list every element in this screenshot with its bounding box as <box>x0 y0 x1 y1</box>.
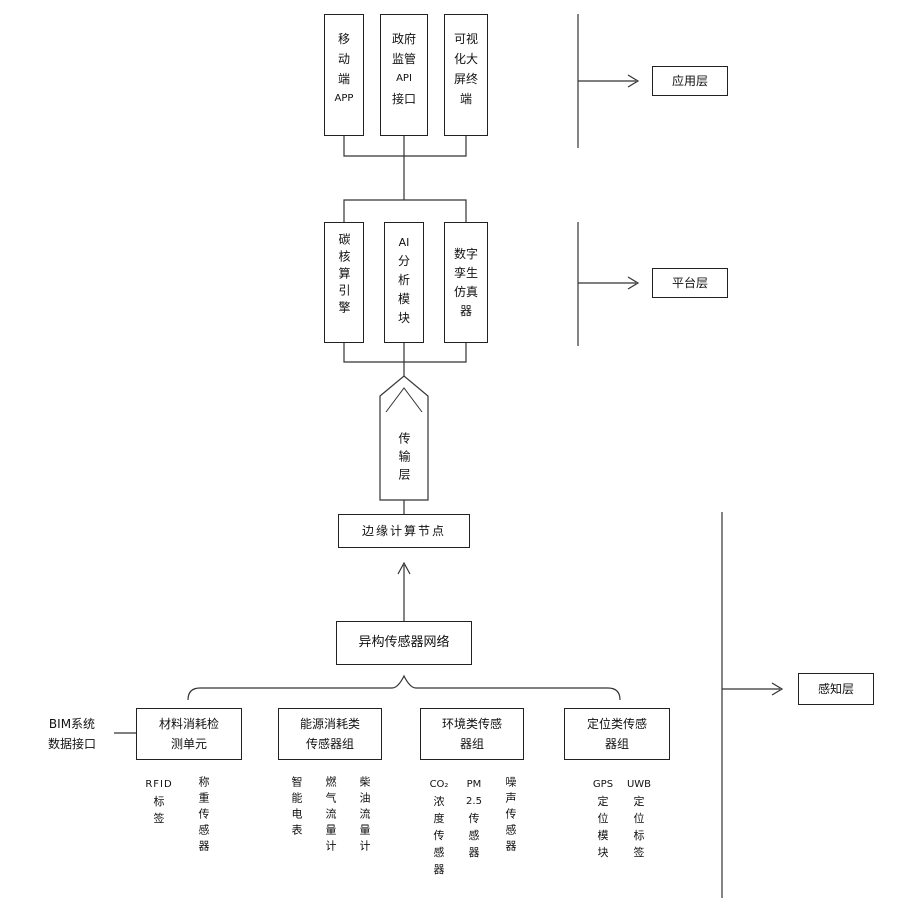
app-module-gov-api-label: 政府 监管 API 接口 <box>392 29 416 109</box>
sensor-item-smart-meter: 智能电表 <box>288 776 304 840</box>
sensor-item-gas-flowmeter: 燃气流量计 <box>322 776 338 856</box>
sensor-group-energy-line2: 传感器组 <box>306 736 354 752</box>
app-module-dashboard-label: 可视 化大 屏终 端 <box>454 29 478 109</box>
platform-bottom-bus-line <box>344 343 466 362</box>
sensor-item-diesel-flowmeter: 柴油流量计 <box>356 776 372 856</box>
platform-module-ai: AI 分 析 模 块 <box>384 222 424 343</box>
sensor-group-energy: 能源消耗类 传感器组 <box>278 708 382 760</box>
sensor-item-co2-sensor: CO₂ 浓 度 传 感 器 <box>424 776 454 878</box>
sensor-network-box: 异构传感器网络 <box>336 621 472 665</box>
sensor-group-positioning-line1: 定位类传感 <box>587 716 647 732</box>
transport-layer-label: 传输层 <box>396 432 412 486</box>
app-bus-line <box>344 136 466 156</box>
sensor-group-energy-line1: 能源消耗类 <box>300 716 360 732</box>
app-layer-label: 应用层 <box>672 73 708 89</box>
sensor-network-brace <box>188 676 620 700</box>
edge-computing-node: 边缘计算节点 <box>338 514 470 548</box>
app-layer-label-box: 应用层 <box>652 66 728 96</box>
edge-computing-node-label: 边缘计算节点 <box>362 523 446 539</box>
platform-module-digital-twin-label: 数字 孪生 仿真 器 <box>454 245 478 321</box>
platform-module-carbon-engine-label: 碳核算引擎 <box>336 233 352 318</box>
sensor-group-environment-line1: 环境类传感 <box>442 716 502 732</box>
sensor-item-gps-module: GPS 定 位 模 块 <box>588 776 618 861</box>
app-module-gov-api: 政府 监管 API 接口 <box>380 14 428 136</box>
sensor-item-pm25-sensor: PM 2.5 传 感 器 <box>460 776 488 861</box>
sensor-group-material-line1: 材料消耗检 <box>159 716 219 732</box>
app-module-mobile-label: 移 动 端 APP <box>335 29 354 109</box>
sensor-item-rfid-tag: RFID 标 签 <box>142 776 176 827</box>
sensor-item-noise-sensor: 噪声传感器 <box>502 776 518 856</box>
app-module-dashboard: 可视 化大 屏终 端 <box>444 14 488 136</box>
perception-layer-label-box: 感知层 <box>798 673 874 705</box>
platform-module-ai-label: AI 分 析 模 块 <box>398 233 410 328</box>
platform-module-digital-twin: 数字 孪生 仿真 器 <box>444 222 488 343</box>
sensor-group-positioning-line2: 器组 <box>605 736 629 752</box>
bim-interface-label: BIM系统 数据接口 <box>26 716 118 752</box>
sensor-group-material: 材料消耗检 测单元 <box>136 708 242 760</box>
sensor-group-environment-line2: 器组 <box>460 736 484 752</box>
sensor-group-positioning: 定位类传感 器组 <box>564 708 670 760</box>
sensor-group-material-line2: 测单元 <box>171 736 207 752</box>
sensor-network-label: 异构传感器网络 <box>358 635 449 651</box>
platform-module-carbon-engine: 碳核算引擎 <box>324 222 364 343</box>
sensor-group-environment: 环境类传感 器组 <box>420 708 524 760</box>
sensor-item-weighing-sensor: 称重传感器 <box>195 776 211 856</box>
platform-top-bus-line <box>344 200 466 222</box>
platform-layer-label-box: 平台层 <box>652 268 728 298</box>
app-module-mobile: 移 动 端 APP <box>324 14 364 136</box>
platform-layer-label: 平台层 <box>672 275 708 291</box>
sensor-item-uwb-tag: UWB 定 位 标 签 <box>624 776 654 861</box>
perception-layer-label: 感知层 <box>818 681 854 697</box>
